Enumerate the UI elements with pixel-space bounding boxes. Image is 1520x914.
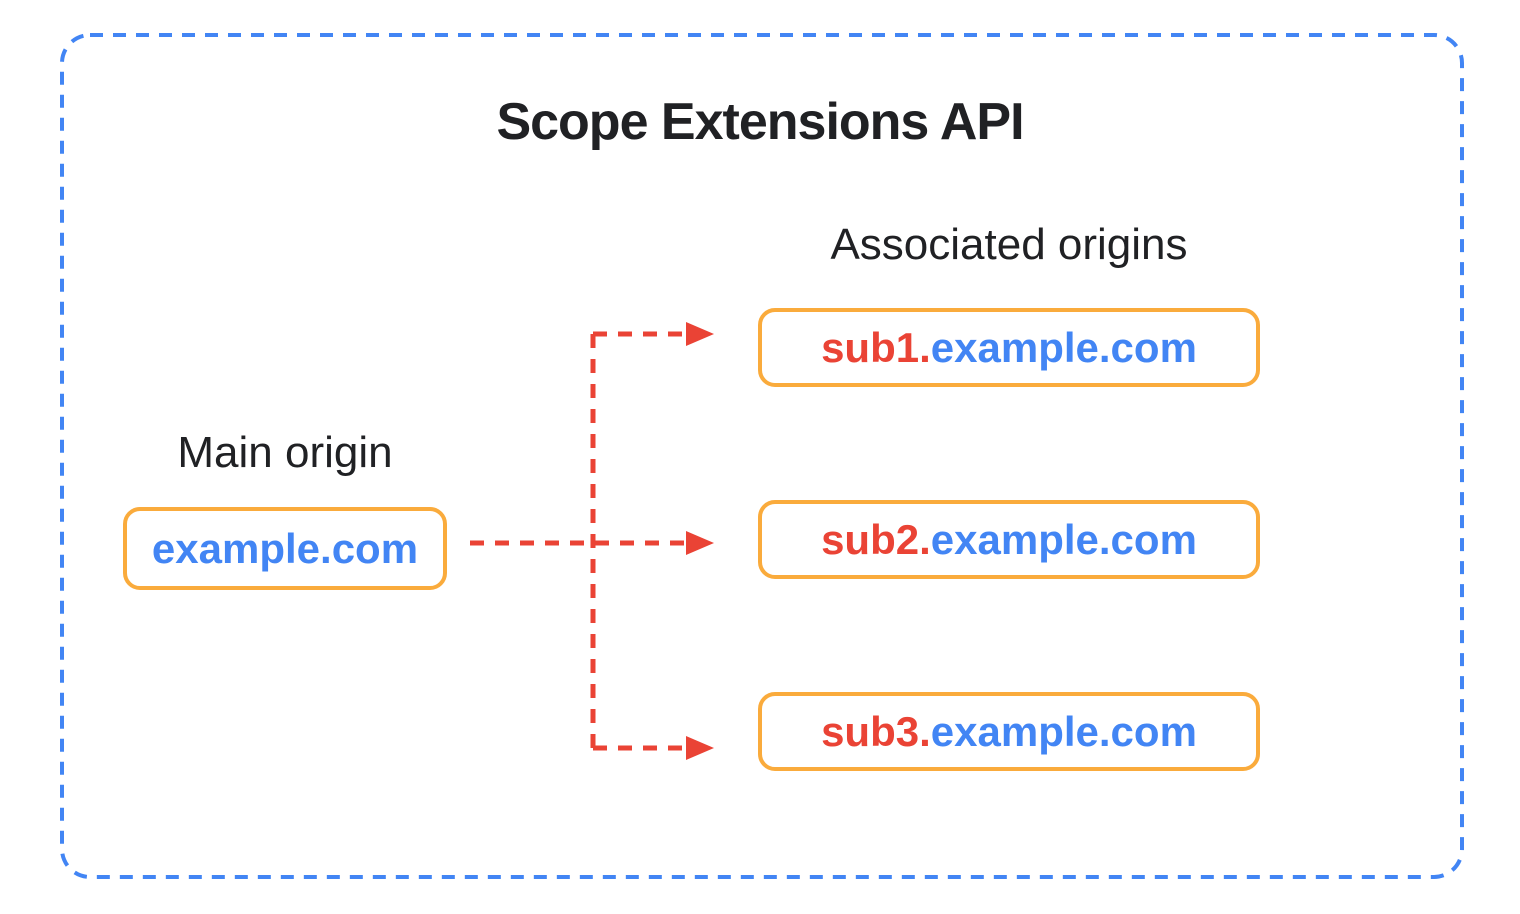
sub3-domain: example.com [930,707,1197,755]
main-origin-box: example.com [123,507,447,590]
sub2-domain: example.com [930,515,1197,563]
page-title: Scope Extensions API [496,93,1024,151]
arrowhead-to-sub2-icon [686,531,714,555]
main-origin-label: Main origin [177,428,393,477]
associated-origin-box-sub2: sub2.example.com [758,500,1260,579]
associated-origin-box-sub1: sub1.example.com [758,308,1260,387]
arrowhead-to-sub1-icon [686,322,714,346]
associated-origins-label: Associated origins [830,220,1188,269]
main-origin-domain: example.com [151,524,419,572]
sub3-subdomain: sub3. [821,707,931,755]
arrowhead-to-sub3-icon [686,736,714,760]
sub1-subdomain: sub1. [821,323,931,371]
sub2-subdomain: sub2. [821,515,931,563]
associated-origin-box-sub3: sub3.example.com [758,692,1260,771]
sub1-domain: example.com [930,323,1197,371]
